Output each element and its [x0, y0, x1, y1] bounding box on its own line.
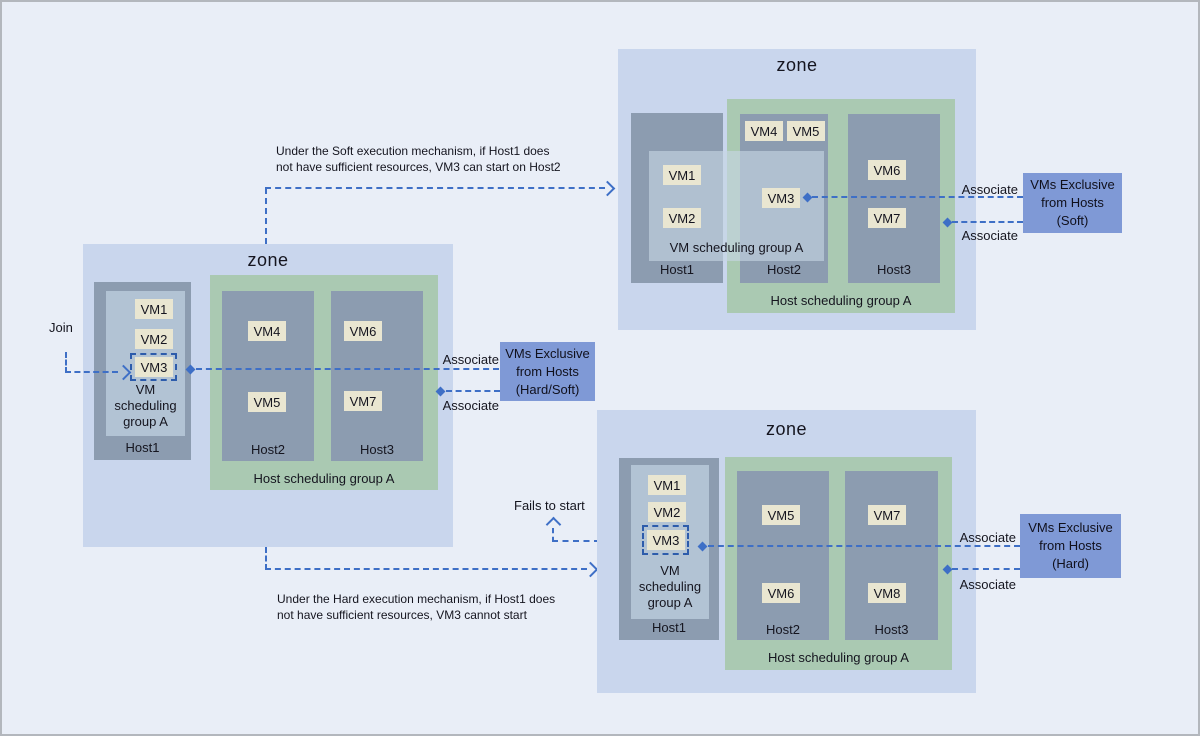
soft-note-line1: Under the Soft execution mechanism, if H…	[276, 144, 550, 158]
vm-group-line: scheduling	[114, 398, 177, 413]
host3-box	[331, 291, 423, 461]
callout-line: from Hosts	[516, 363, 579, 379]
join-arrow-hline	[65, 371, 118, 373]
associate-line-top-right	[812, 196, 1023, 198]
callout-vms-exclusive-hard-soft: VMs Exclusive from Hosts (Hard/Soft)	[500, 342, 595, 401]
vm1-box: VM1	[135, 299, 173, 319]
associate-line-top-bottomzone	[708, 545, 1020, 547]
vm7-box: VM7	[868, 505, 906, 525]
callout-line: VMs Exclusive	[1028, 520, 1113, 535]
host3-label: Host3	[874, 622, 909, 637]
soft-arrow-hline	[265, 187, 605, 189]
vm-scheduling-group-label: VM scheduling group A	[631, 563, 709, 611]
associate-line-top-left	[196, 368, 499, 370]
callout-line: (Hard)	[1052, 556, 1089, 571]
vm3-box: VM3	[135, 357, 173, 377]
join-arrow-vline	[65, 352, 67, 373]
host3-box	[848, 114, 940, 283]
zone-title: zone	[776, 55, 818, 75]
callout-line: from Hosts	[1039, 538, 1102, 553]
vm4-box: VM4	[248, 321, 286, 341]
callout-line: VMs Exclusive	[1030, 177, 1115, 192]
vm3-dashed-outline	[642, 525, 689, 555]
vm-group-line: scheduling	[638, 579, 702, 594]
vm3-dashed-outline	[130, 353, 177, 381]
vm2-box: VM2	[663, 208, 701, 228]
soft-note-line2: not have sufficient resources, VM3 can s…	[276, 160, 561, 174]
callout-line: VMs Exclusive	[505, 345, 590, 361]
soft-arrow-vline	[265, 188, 267, 244]
vm5-box: VM5	[787, 121, 825, 141]
vm3-box: VM3	[762, 188, 800, 208]
vm6-box: VM6	[344, 321, 382, 341]
host3-label: Host3	[360, 442, 394, 457]
vm5-box: VM5	[762, 505, 800, 525]
fails-arrow-vline	[552, 528, 554, 542]
callout-vms-exclusive-hard: VMs Exclusive from Hosts (Hard)	[1020, 514, 1121, 578]
fails-to-start-label: Fails to start	[514, 498, 585, 513]
vm6-box: VM6	[762, 583, 800, 603]
host-scheduling-group-label: Host scheduling group A	[253, 471, 395, 486]
host1-label: Host1	[660, 262, 694, 277]
soft-note: Under the Soft execution mechanism, if H…	[276, 143, 561, 175]
zone-left: zone VM1 VM2 VM3 VM scheduling group A H…	[83, 244, 453, 547]
associate-line-bottom-right	[952, 221, 1023, 223]
host1-label: Host1	[652, 620, 686, 635]
vm-scheduling-group-label: VM scheduling group A	[106, 382, 185, 430]
callout-line: (Soft)	[1056, 213, 1089, 228]
vm8-box: VM8	[868, 583, 906, 603]
callout-line: from Hosts	[1041, 195, 1104, 210]
host2-box	[222, 291, 314, 461]
hard-arrow-vline	[265, 547, 267, 570]
vm1-box: VM1	[663, 165, 701, 185]
host2-label: Host2	[251, 442, 285, 457]
associate-label: Associate	[442, 398, 499, 413]
zone-title: zone	[247, 250, 289, 270]
vm-scheduling-group-label: VM scheduling group A	[669, 240, 804, 255]
associate-label: Associate	[961, 182, 1018, 197]
associate-label: Associate	[442, 352, 499, 367]
hard-note-line1: Under the Hard execution mechanism, if H…	[277, 592, 556, 606]
zone-top-right: zone VM4 VM5 VM1 VM2 VM3 VM6 VM7 VM sche…	[618, 49, 976, 330]
vm-group-line: group A	[123, 414, 168, 429]
vm7-box: VM7	[868, 208, 906, 228]
vm7-box: VM7	[344, 391, 382, 411]
vm-group-line: VM	[660, 563, 680, 578]
vm1-box: VM1	[648, 475, 686, 495]
associate-line-bottom-bottomzone	[952, 568, 1020, 570]
vm4-box: VM4	[745, 121, 783, 141]
soft-arrowhead-right-icon	[599, 180, 616, 197]
callout-line: (Hard/Soft)	[515, 381, 580, 397]
host-scheduling-group-label: Host scheduling group A	[770, 293, 912, 308]
host2-label: Host2	[766, 622, 800, 637]
associate-label: Associate	[961, 228, 1018, 243]
vm2-box: VM2	[648, 502, 686, 522]
host3-box	[845, 471, 938, 640]
join-label: Join	[49, 320, 73, 335]
zone-bottom-right: zone VM1 VM2 VM3 VM scheduling group A H…	[597, 410, 976, 693]
vm2-box: VM2	[135, 329, 173, 349]
associate-line-bottom-left	[446, 390, 500, 392]
vm5-box: VM5	[248, 392, 286, 412]
host3-label: Host3	[877, 262, 911, 277]
host1-label: Host1	[125, 440, 160, 455]
hard-note-line2: not have sufficient resources, VM3 canno…	[277, 608, 527, 622]
zone-title: zone	[765, 419, 808, 439]
host2-box	[737, 471, 829, 640]
associate-label: Associate	[959, 530, 1016, 545]
associate-label: Associate	[959, 577, 1016, 592]
hard-arrow-hline	[265, 568, 587, 570]
vm6-box: VM6	[868, 160, 906, 180]
vm-group-line: VM	[135, 382, 156, 397]
host-scheduling-group-label: Host scheduling group A	[768, 650, 909, 665]
hard-arrowhead-right-icon	[582, 561, 599, 578]
vm-group-line: group A	[647, 595, 693, 610]
host2-label: Host2	[767, 262, 801, 277]
callout-vms-exclusive-soft: VMs Exclusive from Hosts (Soft)	[1023, 173, 1122, 233]
vm3-box: VM3	[647, 530, 685, 550]
hard-note: Under the Hard execution mechanism, if H…	[277, 591, 555, 623]
